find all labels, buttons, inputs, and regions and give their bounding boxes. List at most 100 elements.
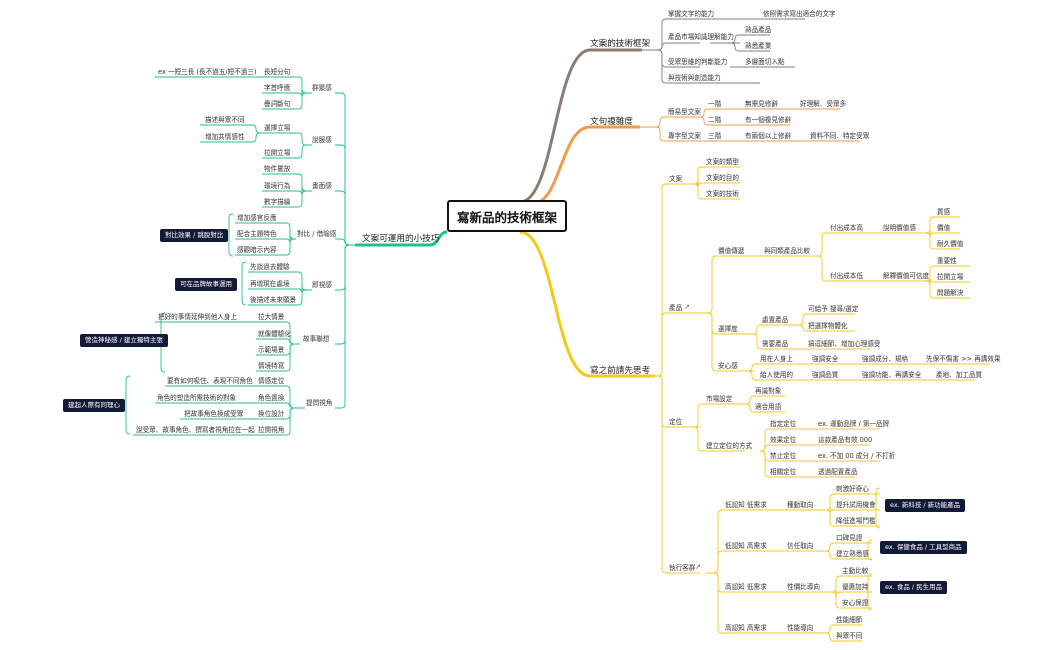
seg-3-dir[interactable]: 性能導向 [787,624,814,632]
seg-3-leaf-1[interactable]: 與眾不同 [836,632,863,640]
cell-anxin-1-2[interactable]: 強調功能、再講安全 [862,371,922,379]
method-0-desc[interactable]: ex. 運動品牌 / 第一品牌 [818,420,890,428]
seg-0-badge[interactable]: ex. 新科技 / 新功能產品 [885,499,966,512]
leaf-multi-angle[interactable]: 多層面切入點 [745,58,785,66]
tip-open-view[interactable]: 拉開視角 [258,426,285,434]
tip-role-swap[interactable]: 角色置換 [258,394,285,402]
tip-number-describe[interactable]: 數字描繪 [264,198,291,206]
seg-3-name[interactable]: 高認知 高需求 [725,624,767,632]
seg-1-badge[interactable]: ex. 保健食品 / 工具型商品 [880,541,967,554]
link-icon[interactable]: ↗ [695,563,701,571]
seg-1-dir[interactable]: 信任取向 [787,542,814,550]
node-text-ability[interactable]: 掌握文字的能力 [668,10,715,18]
note-role-2[interactable]: 角色的塑造所需技術的對象 [157,394,237,402]
tip-emotion-pos[interactable]: 情感走位 [258,377,285,385]
seg-0-name[interactable]: 低認知 低需求 [725,501,767,509]
method-3-name[interactable]: 相關定位 [770,468,797,476]
cell-anxin-1-3[interactable]: 產地、加工品質 [936,371,983,379]
badge-mystery[interactable]: 營造神秘感 / 建立獨特主張 [80,334,168,347]
node-positioning[interactable]: 定位 [669,418,683,426]
group-question[interactable]: 提問視角 [306,399,333,407]
group-visual[interactable]: 即視感 [312,281,332,289]
root-topic[interactable]: 寫新品的技術框架 [447,200,567,232]
seg-1-leaf-1[interactable]: 建立熟悉感 [836,550,869,558]
method-3-desc[interactable]: 透過配置產品 [818,468,858,476]
cell-anxin-0-1[interactable]: 強調安全 [812,355,839,363]
node-explain-value[interactable]: 說明價值感 [883,224,916,232]
seg-2-dir[interactable]: 性價比導向 [787,583,820,591]
node-product[interactable]: 產品 [669,304,683,312]
extra-level-3[interactable]: 資料不同、特定受眾 [810,132,870,140]
cell-anxin-1-0[interactable]: 給人使用的 [760,371,793,379]
branch-sentence-complexity[interactable]: 文句複雜度 [590,117,633,127]
node-compare-similar[interactable]: 與同類產品比較 [764,247,811,255]
seg-3-leaf-0[interactable]: 性能細節 [836,616,863,624]
tip-past-experience[interactable]: 先談過去體驗 [250,263,290,271]
leaf-copy-tech[interactable]: 文案的技術 [706,190,739,198]
node-simple-copy[interactable]: 簡易型文案 [668,108,701,116]
leaf-solve[interactable]: 問題解決 [937,289,964,297]
group-contrast[interactable]: 對比 / 借喻感 [297,230,337,238]
node-copy[interactable]: 文案 [669,175,683,183]
node-need-product[interactable]: 需要產品 [762,340,789,348]
node-explain-trust[interactable]: 解釋價值可信度 [883,272,930,280]
branch-copy-tips[interactable]: 文案可運用的小技巧 [362,234,440,244]
note-role-3[interactable]: 把故事角色換成受眾 [184,410,244,418]
note-extend-others[interactable]: 把好的事情延伸到他人身上 [158,313,238,321]
tip-demo-scene[interactable]: 示範場景 [258,346,285,354]
tip-repeat-word[interactable]: 疊詞斷句 [264,100,291,108]
leaf-stance[interactable]: 拉開立場 [937,273,964,281]
seg-2-leaf-2[interactable]: 安心保證 [842,599,869,607]
leaf-target[interactable]: 再識對象 [755,387,782,395]
branch-think-first[interactable]: 寫之前請先思考 [590,366,651,376]
leaf-copy-type[interactable]: 文案的類型 [706,158,739,166]
node-market-setting[interactable]: 市場設定 [706,395,733,403]
seg-2-leaf-1[interactable]: 優惠加持 [842,583,869,591]
node-high-cost[interactable]: 付出成本高 [830,224,863,232]
leaf-wording[interactable]: 適合用語 [755,403,782,411]
method-2-desc[interactable]: ex. 不加 00 成分 / 不打折 [818,452,896,460]
group-imagery[interactable]: 畫面感 [312,182,332,190]
node-choice[interactable]: 選擇度 [718,325,738,333]
leaf-know-industry[interactable]: 熟悉產業 [745,42,772,50]
tip-open-stance[interactable]: 拉開立場 [264,149,291,157]
leaf-write-text[interactable]: 依照需求寫出適合的文字 [763,10,836,18]
tip-object-place[interactable]: 物件擺放 [264,165,291,173]
cell-anxin-1-1[interactable]: 強調品質 [812,371,839,379]
node-position-method[interactable]: 建立定位的方式 [706,442,753,450]
tip-expand-scene[interactable]: 拉大情景 [258,313,285,321]
note-different[interactable]: 描述與眾不同 [205,116,245,124]
leaf-search[interactable]: 可給予 搜尋/選定 [808,305,859,313]
level-2[interactable]: 二階 [708,116,722,124]
seg-2-name[interactable]: 高認知 低需求 [725,583,767,591]
method-0-name[interactable]: 指定定位 [770,420,797,428]
tip-closeup[interactable]: 情境特寫 [258,362,285,370]
note-role-1[interactable]: 要有如何吸住、表現不同角色 [167,377,253,385]
node-low-cost[interactable]: 付出成本低 [830,272,863,280]
method-1-desc[interactable]: 這款產品有效 000 [818,436,873,444]
node-value-delivery[interactable]: 價值傳遞 [718,247,745,255]
tip-experience[interactable]: 就像體驗化 [258,330,291,338]
branch-tech-framework[interactable]: 文案的技術框架 [590,39,651,49]
leaf-detail[interactable]: 搞逗細節、增加心理感受 [808,340,881,348]
seg-0-leaf-2[interactable]: 降低進場門檻 [836,517,876,525]
node-create-ability[interactable]: 與技術與創造能力 [668,74,721,82]
tip-choose-stance[interactable]: 選擇立場 [264,124,291,132]
seg-2-leaf-0[interactable]: 主動比較 [842,567,869,575]
tip-env-behavior[interactable]: 環境行為 [264,182,291,190]
leaf-durable[interactable]: 耐久價值 [937,240,964,248]
note-short-long[interactable]: ex 一短三長 (長不過五/短不過三) [158,68,257,76]
leaf-know-product[interactable]: 熟品產品 [745,26,772,34]
node-execution-segment[interactable]: 執行客群 [669,564,696,572]
node-audience-ability[interactable]: 受眾思維的判斷能力 [668,58,728,66]
group-persuasion[interactable]: 說服感 [312,136,332,144]
leaf-importance[interactable]: 重要性 [937,257,957,265]
desc-level-3[interactable]: 有兩個以上修辭 [745,132,792,140]
node-special-copy[interactable]: 專字型文案 [668,132,701,140]
note-role-4[interactable]: 說受眾、故事角色、撰寫者視角拉在一起 [136,426,255,434]
group-clustering[interactable]: 群聚感 [312,84,332,92]
seg-0-leaf-0[interactable]: 刺激好奇心 [836,485,869,493]
cell-anxin-0-0[interactable]: 用在人身上 [760,355,793,363]
note-empathy[interactable]: 增加共情感性 [205,133,245,141]
badge-empathy[interactable]: 建起人際有同理心 [63,399,125,412]
